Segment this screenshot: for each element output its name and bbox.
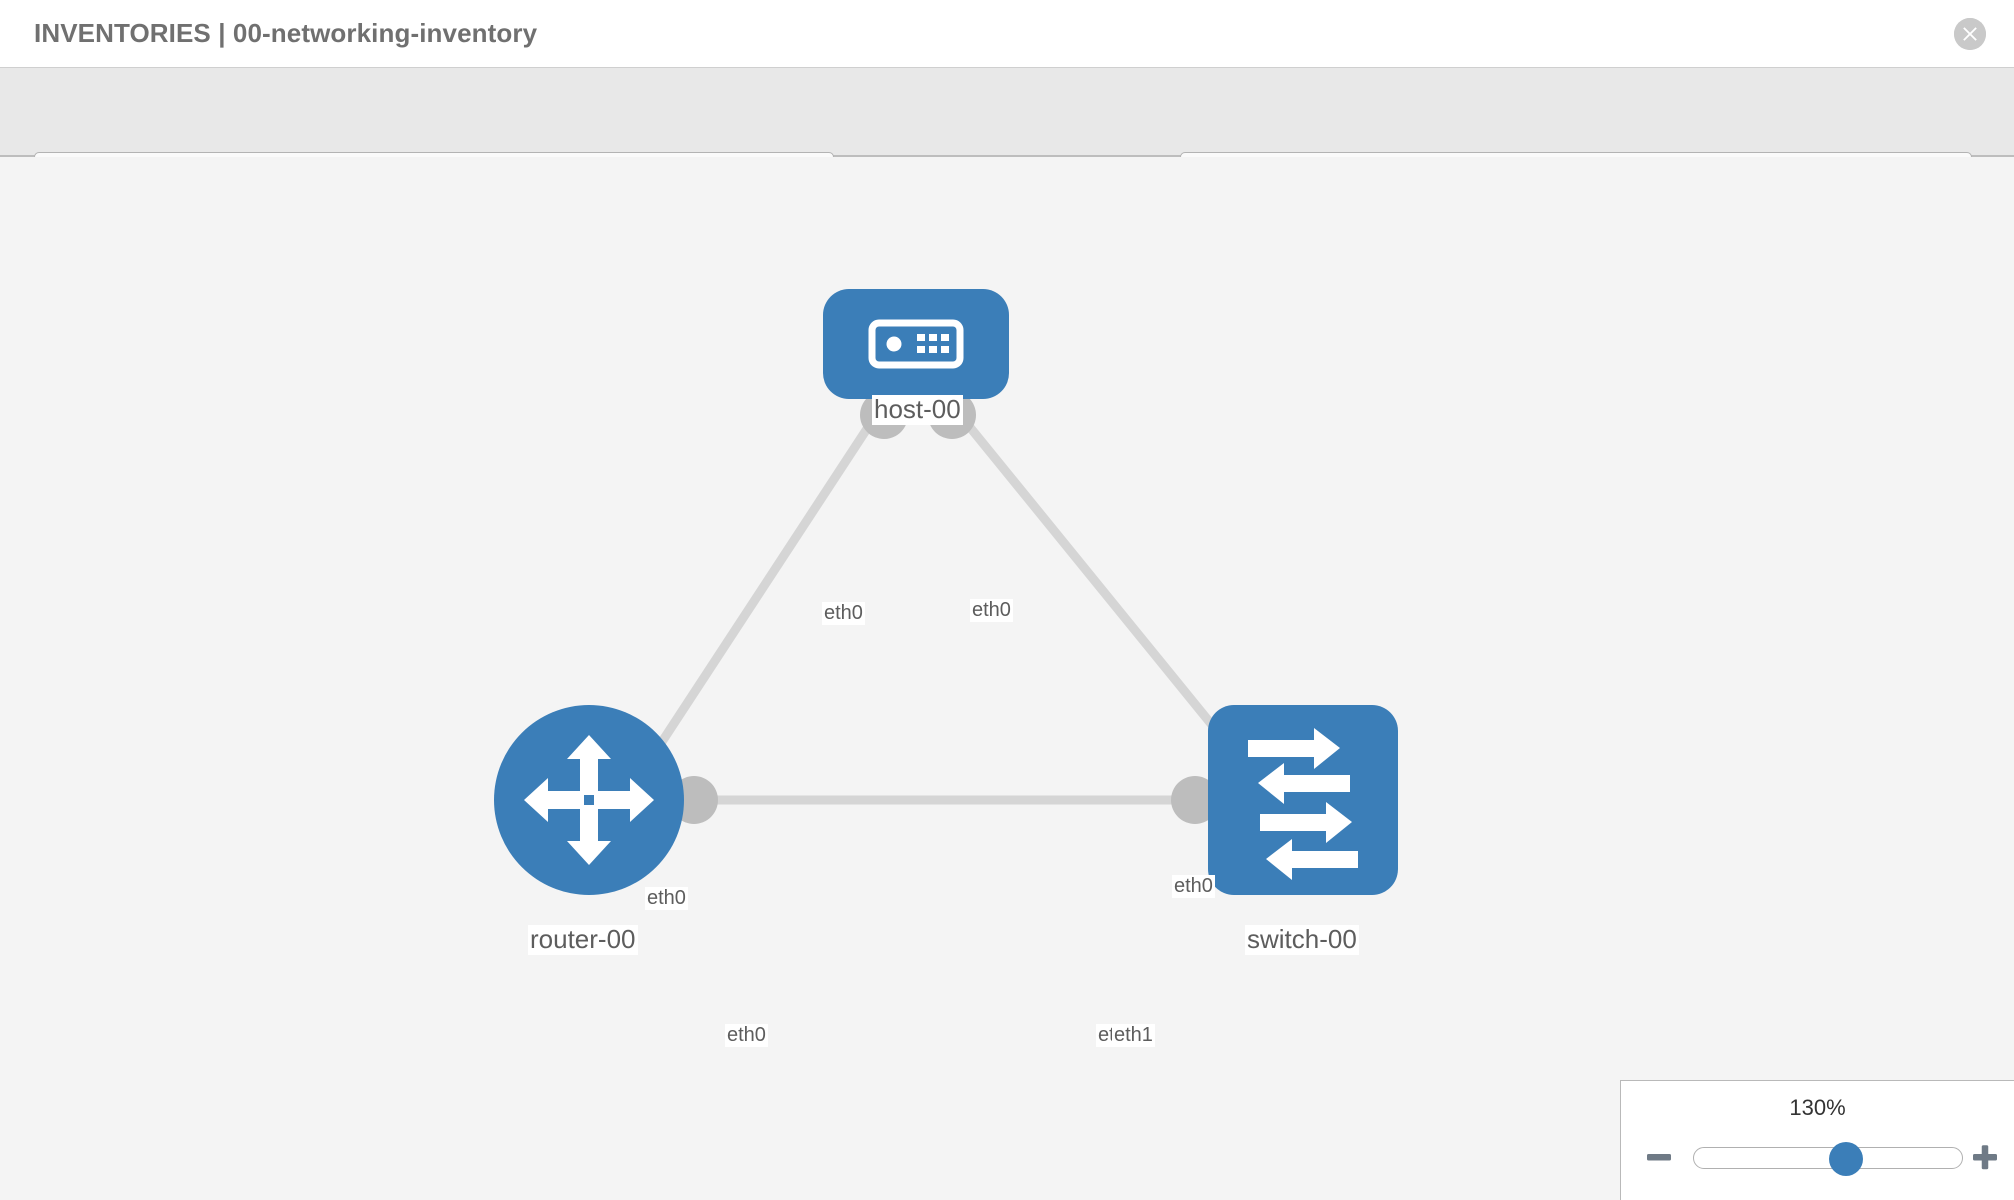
zoom-control-panel: 130% <box>1620 1080 2014 1200</box>
topology-endpoints <box>670 391 1257 824</box>
minus-icon[interactable] <box>1643 1141 1675 1173</box>
link-host00-switch00[interactable] <box>956 412 1242 760</box>
iface-label-host00-right: eth0 <box>970 599 1013 622</box>
link-host00-router00[interactable] <box>648 412 880 760</box>
node-label-router-00: router-00 <box>528 924 638 955</box>
node-switch-00[interactable] <box>1208 705 1398 895</box>
switch-arrows-icon <box>1248 728 1358 880</box>
node-host-00[interactable] <box>823 289 1009 399</box>
endpoint-switch00-left[interactable] <box>1171 776 1219 824</box>
zoom-slider[interactable] <box>1693 1142 1963 1176</box>
topology-links <box>648 412 1242 805</box>
zoom-slider-handle[interactable] <box>1829 1142 1863 1176</box>
iface-label-switch00-up: eth0 <box>1172 875 1215 898</box>
topology-canvas[interactable]: host-00 router-00 switch-00 eth0 eth0 et… <box>0 157 2014 1200</box>
iface-label-switch00-left: eth1 <box>1112 1024 1155 1047</box>
iface-label-router00-right: eth0 <box>725 1024 768 1047</box>
page-title: INVENTORIES | 00-networking-inventory <box>34 18 538 48</box>
zoom-slider-row <box>1621 1135 2014 1179</box>
close-icon[interactable] <box>1954 18 1986 50</box>
node-router-00[interactable] <box>494 705 684 895</box>
node-label-switch-00: switch-00 <box>1245 924 1359 955</box>
iface-label-router00-up: eth0 <box>645 887 688 910</box>
iface-label-host00-left: eth0 <box>822 602 865 625</box>
router-arrows-icon <box>524 735 654 865</box>
plus-icon[interactable] <box>1969 1141 2001 1173</box>
topology-graph <box>494 289 1398 895</box>
zoom-level-value: 130% <box>1789 1095 1846 1120</box>
toolbar: ACTIONS SEARCH <box>0 68 2014 208</box>
server-device-icon <box>868 319 964 369</box>
node-label-host-00: host-00 <box>872 394 963 425</box>
page-header: INVENTORIES | 00-networking-inventory <box>0 0 2014 68</box>
